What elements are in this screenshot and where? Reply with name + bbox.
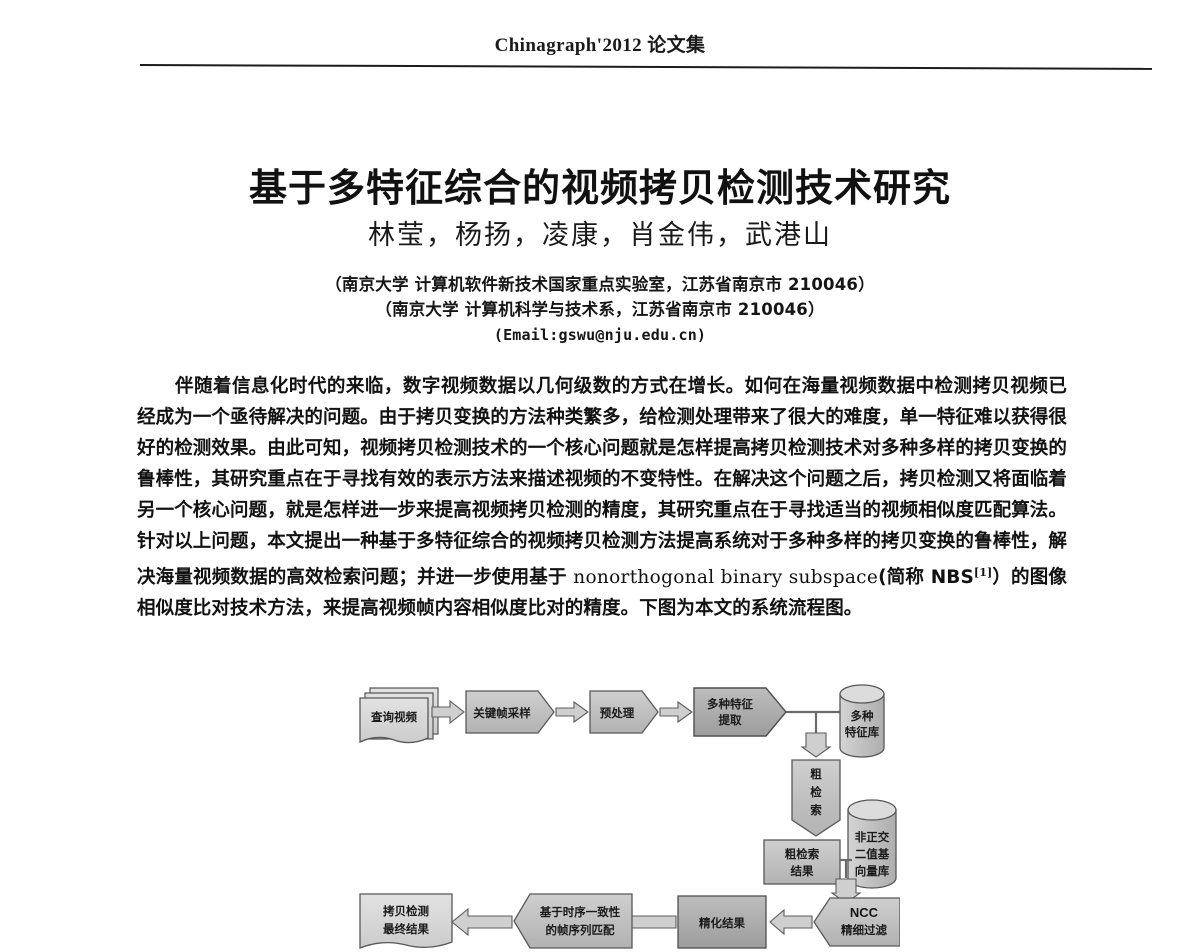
flow-label-coarse-search-1: 粗 bbox=[810, 767, 822, 781]
abstract-paragraph: 伴随着信息化时代的来临，数字视频数据以几何级数的方式在增长。如何在海量视频数据中… bbox=[137, 371, 1067, 624]
flow-label-ncc-filter-2: 精细过滤 bbox=[841, 923, 887, 937]
flow-label-feature-extraction-2: 提取 bbox=[719, 713, 742, 727]
flow-label-coarse-result-2: 结果 bbox=[790, 864, 814, 878]
flow-label-feature-database-2: 特征库 bbox=[845, 725, 880, 739]
contact-email-line: (Email:gswu@nju.edu.cn) bbox=[493, 326, 707, 344]
flow-label-nbs-database-2: 二值基 bbox=[855, 847, 890, 861]
flow-node-coarse-search: 粗 检 索 bbox=[791, 759, 841, 837]
abstract-text-part-2: (简称 NBS bbox=[878, 566, 974, 588]
flow-arrow-preprocessing-to-extraction bbox=[659, 700, 693, 724]
flow-label-feature-database-1: 多种 bbox=[851, 709, 874, 723]
flow-label-final-result-2: 最终结果 bbox=[383, 922, 429, 936]
flow-label-nbs-database-3: 向量库 bbox=[855, 864, 890, 878]
flow-label-temporal-matching-2: 的帧序列匹配 bbox=[546, 923, 615, 937]
flow-label-refined-result: 精化结果 bbox=[699, 916, 745, 930]
affiliation-line-2: （南京大学 计算机科学与技术系，江苏省南京市 210046） bbox=[375, 300, 825, 319]
page-title: 基于多特征综合的视频拷贝检测技术研究 bbox=[248, 166, 951, 211]
abstract-text-part-3: ）的图像相似度比对技术方法，来提高视频帧内容相似度比对的精度。下图为本文的系统流… bbox=[137, 566, 1067, 619]
flow-node-feature-extraction: 多种特征 提取 bbox=[693, 687, 787, 737]
flow-node-refined-result: 精化结果 bbox=[677, 895, 767, 949]
flow-arrow-ncc-to-refined bbox=[769, 908, 813, 936]
flow-label-coarse-result-1: 粗检索 bbox=[785, 847, 820, 861]
flow-arrow-temporal-to-final bbox=[451, 907, 513, 937]
flow-label-keyframe-sampling: 关键帧采样 bbox=[473, 706, 531, 720]
flow-connector-result-to-nbs bbox=[840, 858, 852, 878]
flow-label-feature-extraction-1: 多种特征 bbox=[707, 697, 753, 711]
flow-node-keyframe-sampling: 关键帧采样 bbox=[465, 690, 555, 734]
author-list: 林莹，杨扬，凌康，肖金伟，武港山 bbox=[368, 220, 832, 251]
flow-label-final-result-1: 拷贝检测 bbox=[383, 904, 429, 918]
running-head-title: Chinagraph'2012 论文集 bbox=[494, 35, 706, 56]
system-flowchart-figure: 查询视频 关键帧采样 预处理 多种特征 提取 bbox=[340, 678, 900, 950]
flow-node-query-video: 查询视频 bbox=[359, 687, 439, 744]
flow-arrow-query-to-sampling bbox=[431, 699, 465, 725]
flow-connector-extraction-to-feature-db bbox=[786, 710, 846, 734]
flow-node-final-result: 拷贝检测 最终结果 bbox=[359, 893, 453, 949]
flow-arrow-sampling-to-preprocessing bbox=[555, 700, 589, 724]
flow-label-coarse-search-3: 索 bbox=[810, 803, 822, 817]
flow-node-coarse-result: 粗检索 结果 bbox=[763, 839, 841, 885]
affiliation-block: （南京大学 计算机软件新技术国家重点实验室，江苏省南京市 210046） （南京… bbox=[0, 272, 1200, 348]
flow-label-temporal-matching-1: 基于时序一致性 bbox=[539, 905, 621, 919]
flow-node-feature-database: 多种 特征库 bbox=[839, 684, 885, 758]
header-divider-rule bbox=[139, 64, 1152, 70]
flow-node-preprocessing: 预处理 bbox=[589, 690, 659, 734]
page-header: Chinagraph'2012 论文集 bbox=[0, 30, 1200, 57]
flow-label-preprocessing: 预处理 bbox=[600, 706, 635, 720]
flow-node-nbs-database: 非正交 二值基 向量库 bbox=[847, 799, 897, 889]
flow-node-temporal-matching: 基于时序一致性 的帧序列匹配 bbox=[513, 893, 633, 949]
abstract-latin-term: nonorthogonal binary subspace bbox=[573, 566, 879, 588]
flow-arrow-down-to-coarse-search bbox=[800, 732, 832, 758]
flow-label-ncc-filter-1: NCC bbox=[850, 905, 879, 920]
abstract-text-part-1: 伴随着信息化时代的来临，数字视频数据以几何级数的方式在增长。如何在海量视频数据中… bbox=[137, 375, 1068, 588]
flow-node-ncc-filter: NCC 精细过滤 bbox=[813, 897, 900, 947]
flow-label-nbs-database-1: 非正交 bbox=[855, 830, 890, 844]
flow-label-query-video: 查询视频 bbox=[370, 710, 417, 724]
flow-label-coarse-search-2: 检 bbox=[810, 785, 822, 799]
affiliation-line-1: （南京大学 计算机软件新技术国家重点实验室，江苏省南京市 210046） bbox=[325, 275, 875, 294]
citation-reference: [1] bbox=[973, 565, 993, 579]
